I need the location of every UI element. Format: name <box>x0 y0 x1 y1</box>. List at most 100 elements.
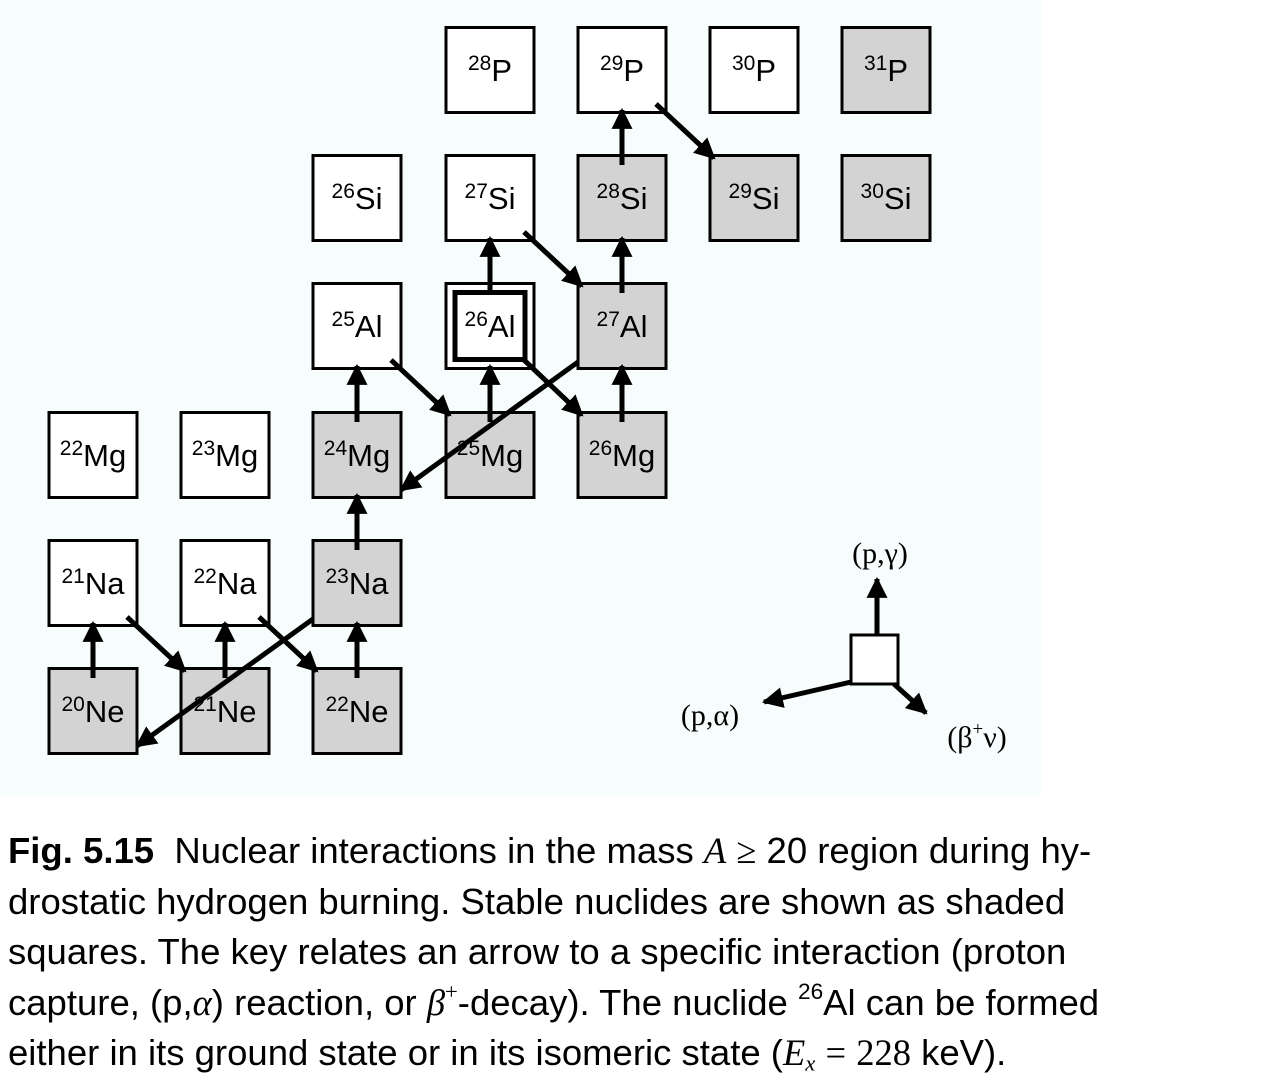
p-alpha-arrow-na23-to-ne20 <box>135 616 315 749</box>
beta-plus-arrow-al26-to-mg26 <box>522 358 584 417</box>
mass-number: 24 <box>324 437 348 460</box>
nuclide-label: 27Al <box>597 308 648 344</box>
nuclide-label: 28Si <box>597 180 648 216</box>
key-nuclide-box <box>849 633 900 686</box>
nuclide-box-27si: 27Si <box>444 154 536 242</box>
key-beta-plus-label: (β+ν) <box>947 719 1007 754</box>
element-symbol: Ne <box>349 694 389 729</box>
nuclide-label: 31P <box>864 52 908 88</box>
mass-number: 26 <box>589 437 612 460</box>
nuclide-square <box>576 26 668 114</box>
nuclide-square <box>708 154 800 242</box>
mass-number: 22 <box>326 693 349 716</box>
nuclide-label: 22Ne <box>326 693 389 729</box>
nuclide-label: 20Ne <box>62 693 125 729</box>
mass-number: 26 <box>332 180 355 203</box>
nuclide-label: 27Si <box>465 180 516 216</box>
caption-line-3: squares. The key relates an arrow to a s… <box>8 931 1067 972</box>
element-symbol: Al <box>620 309 648 344</box>
beta-plus-arrow-al25-to-mg25 <box>389 358 452 417</box>
element-symbol: Ne <box>85 694 125 729</box>
nuclide-box-30p: 30P <box>708 26 800 114</box>
key-beta-plus-arrow <box>892 682 928 715</box>
nuclide-box-22ne: 22Ne <box>311 667 403 755</box>
mass-number: 28 <box>468 52 491 75</box>
nuclide-label: 26Si <box>332 180 383 216</box>
nuclide-square <box>47 411 139 499</box>
mass-number: 22 <box>194 565 217 588</box>
element-symbol: P <box>887 53 908 88</box>
nuclide-label: 30P <box>732 52 776 88</box>
element-symbol: Si <box>884 181 912 216</box>
nuclide-square <box>576 411 668 499</box>
nuclide-square <box>311 282 403 370</box>
nuclide-label: 25Al <box>332 308 383 344</box>
nuclide-square <box>444 154 536 242</box>
nuclide-box-27al: 27Al <box>576 282 668 370</box>
nuclide-box-29si: 29Si <box>708 154 800 242</box>
nuclide-square <box>840 154 932 242</box>
element-symbol: Al <box>355 309 383 344</box>
nuclide-box-28p: 28P <box>444 26 536 114</box>
mass-number: 30 <box>732 52 755 75</box>
nuclide-label: 23Mg <box>192 437 258 473</box>
beta-plus-arrow-p29-to-si29 <box>654 102 716 160</box>
element-symbol: Mg <box>480 438 523 473</box>
element-symbol: P <box>491 53 512 88</box>
nuclide-box-29p: 29P <box>576 26 668 114</box>
mass-number: 28 <box>597 180 620 203</box>
beta-plus-arrow-si27-to-al27 <box>522 230 584 288</box>
nuclide-label: 24Mg <box>324 437 390 473</box>
nuclide-box-26si: 26Si <box>311 154 403 242</box>
element-symbol: Ne <box>217 694 257 729</box>
mass-number: 26 <box>465 308 488 331</box>
nuclide-label: 28P <box>468 52 512 88</box>
figure-label: Fig. 5.15 <box>8 830 155 871</box>
element-symbol: Si <box>752 181 780 216</box>
mass-number: 30 <box>861 180 884 203</box>
nuclide-label: 21Na <box>62 565 126 601</box>
nuclide-square <box>444 26 536 114</box>
element-symbol: Na <box>217 566 257 601</box>
element-symbol: Mg <box>83 438 126 473</box>
caption-line-5: either in its ground state or in its iso… <box>8 1032 1007 1076</box>
key-p-alpha-arrow <box>761 679 852 708</box>
nuclide-label: 25Mg <box>457 437 523 473</box>
key-p-alpha-label: (p,α) <box>681 699 739 732</box>
reaction-key: (p,γ) (p,α) (β+ν) <box>681 537 1007 754</box>
p-alpha-arrow-al27-to-mg24 <box>399 359 580 493</box>
nuclide-box-26al: 26Al <box>444 282 536 370</box>
mass-number: 20 <box>62 693 85 716</box>
nuclide-square <box>47 667 139 755</box>
element-symbol: Mg <box>612 438 655 473</box>
nuclide-box-23na: 23Na <box>311 539 403 627</box>
nuclide-box-31p: 31P <box>840 26 932 114</box>
nuclide-label: 29P <box>600 52 644 88</box>
nuclide-label: 22Mg <box>60 437 126 473</box>
element-symbol: Al <box>488 309 516 344</box>
nuclide-box-20ne: 20Ne <box>47 667 139 755</box>
nuclide-box-28si: 28Si <box>576 154 668 242</box>
element-symbol: Mg <box>347 438 390 473</box>
nuclide-square <box>708 26 800 114</box>
element-symbol: Na <box>85 566 125 601</box>
figure-caption: Fig. 5.15 Nuclear interactions in the ma… <box>8 826 1266 1079</box>
beta-plus-arrow-na21-to-ne21 <box>125 615 187 673</box>
element-symbol: Na <box>349 566 389 601</box>
nuclide-square <box>311 667 403 755</box>
nuclide-box-21na: 21Na <box>47 539 139 627</box>
element-symbol: Si <box>355 181 383 216</box>
mass-number: 23 <box>326 565 349 588</box>
key-p-gamma-label: (p,γ) <box>852 537 908 570</box>
nuclide-square <box>576 154 668 242</box>
mass-number: 22 <box>60 437 83 460</box>
element-symbol: Mg <box>215 438 258 473</box>
caption-line-1: Fig. 5.15 Nuclear interactions in the ma… <box>8 830 1092 871</box>
mass-number: 31 <box>864 52 887 75</box>
element-symbol: P <box>623 53 644 88</box>
mass-number: 21 <box>62 565 85 588</box>
mass-number: 29 <box>600 52 623 75</box>
nuclide-label: 26Mg <box>589 437 655 473</box>
